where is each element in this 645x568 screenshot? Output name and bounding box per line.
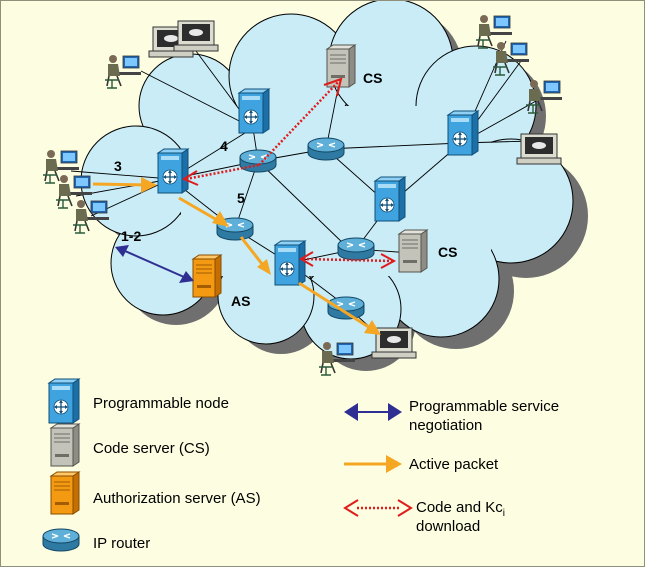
step-label-1-2: 1-2	[121, 228, 141, 244]
step-label-4: 4	[220, 138, 228, 154]
download-legend-arrow	[343, 499, 413, 517]
programmable-node-icon	[157, 148, 189, 194]
code-download-arrows	[181, 77, 397, 269]
step-label-3: 3	[114, 158, 122, 174]
negotiation-legend-arrow	[344, 403, 402, 421]
cloud-fill	[181, 106, 491, 276]
legend-active-packet: Active packet	[409, 456, 499, 473]
active-packet-legend-arrow	[344, 455, 402, 473]
legend: Programmable node Code server (CS) Autho…	[42, 378, 559, 552]
legend-download-line1: Code and Kci	[416, 499, 505, 519]
code-server-icon	[398, 229, 428, 273]
legend-negotiation-line1: Programmable service	[409, 398, 559, 415]
user-workstation-icon	[104, 54, 142, 89]
code-server-icon	[50, 423, 80, 467]
code-server-label-top: CS	[363, 70, 382, 86]
legend-download-subscript: i	[503, 508, 505, 519]
step-label-5: 5	[237, 190, 245, 206]
user-workstation-icon	[475, 14, 513, 49]
ip-router-icon	[307, 137, 345, 161]
legend-download-line2: download	[416, 518, 480, 535]
programmable-node-icon	[48, 378, 80, 424]
legend-code-server: Code server (CS)	[93, 440, 210, 457]
legend-ip-router: IP router	[93, 535, 150, 552]
negotiation-arrow	[115, 245, 194, 283]
programmable-node-icon	[238, 88, 270, 134]
authorization-server-icon	[50, 471, 80, 515]
legend-programmable-node: Programmable node	[93, 395, 229, 412]
ip-router-icon	[42, 528, 80, 552]
legend-authorization-server: Authorization server (AS)	[93, 490, 261, 507]
monitor-icon	[173, 20, 219, 52]
code-server-label-right: CS	[438, 244, 457, 260]
monitor-icon	[516, 133, 562, 165]
legend-negotiation-line2: negotiation	[409, 417, 482, 434]
legend-download-text: Code and Kc	[416, 499, 503, 516]
ip-router-icon	[327, 296, 365, 320]
ip-router-icon	[337, 237, 375, 261]
programmable-node-icon	[447, 110, 479, 156]
active-packet-path	[92, 177, 381, 335]
programmable-node-icon	[374, 176, 406, 222]
authorization-server-icon	[192, 254, 222, 298]
authorization-server-label: AS	[231, 293, 250, 309]
programmable-node-icon	[274, 240, 306, 286]
